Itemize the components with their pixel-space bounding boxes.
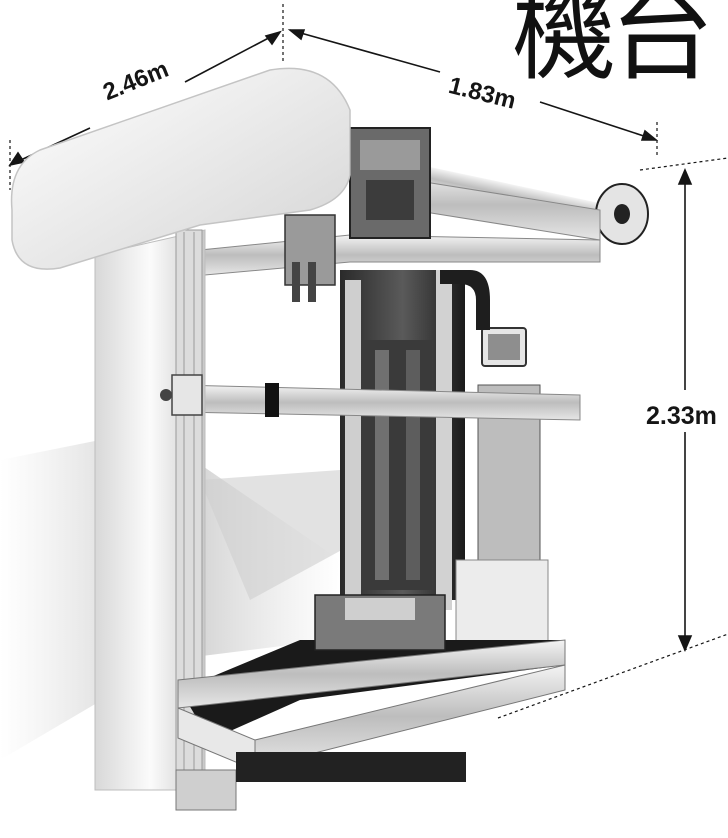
bar-clamp: [265, 383, 279, 417]
vertical-column-rail-right: [436, 270, 452, 610]
page-title: 機台: [512, 0, 714, 95]
upper-frame-arc: [440, 270, 490, 330]
left-clamp-block: [171, 374, 203, 416]
dimension-extension-lines: [9, 4, 728, 719]
floor-shadow-right: [200, 470, 360, 600]
gantry-top-beam: [199, 234, 601, 276]
top-hood: [10, 67, 351, 270]
lower-cabinet: [455, 559, 549, 651]
dimension-lines: [8, 29, 693, 653]
base-foot: [175, 769, 237, 811]
vertical-column-rail-left: [345, 280, 361, 610]
dimension-label-height: 2.33m: [646, 402, 717, 430]
